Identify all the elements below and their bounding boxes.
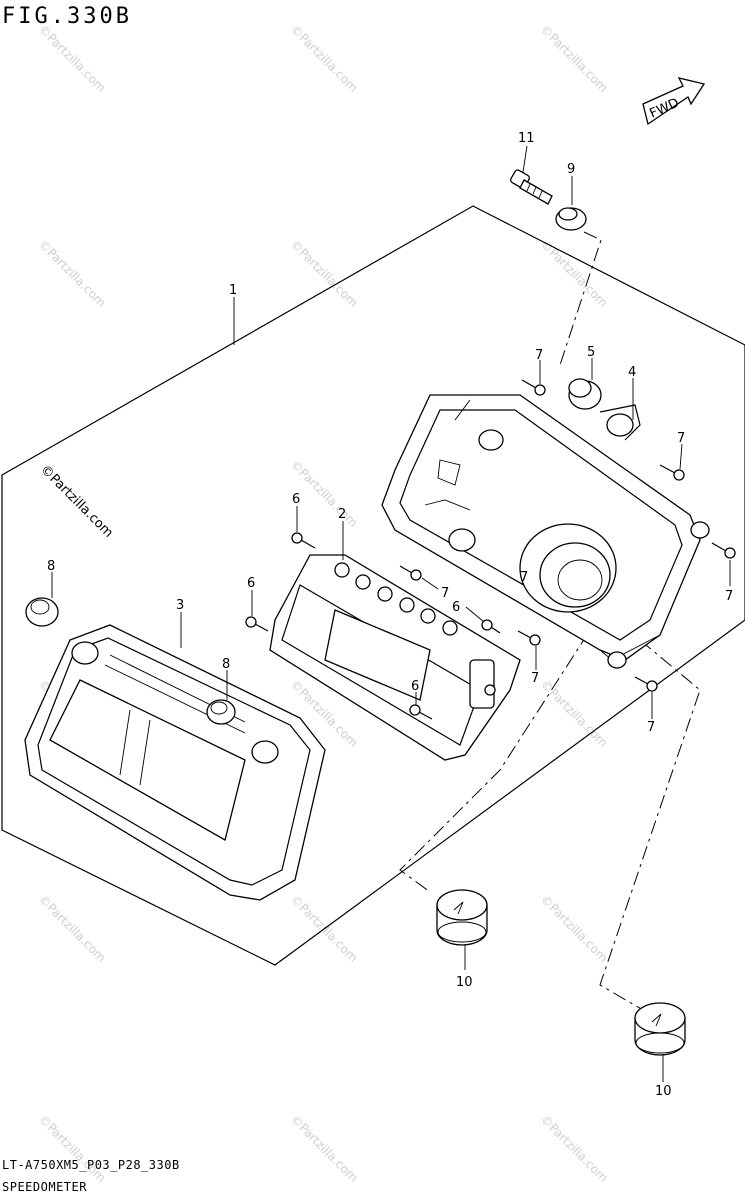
callout-7: 7 [725, 589, 733, 604]
callout-10: 10 [655, 1084, 672, 1099]
watermark: ©Partzilla.com [538, 892, 611, 965]
callout-2: 2 [338, 507, 346, 522]
watermark-dark: ©Partzilla.com [37, 462, 116, 541]
drawing-name: SPEEDOMETER [2, 1180, 87, 1194]
watermark: ©Partzilla.com [538, 22, 611, 95]
callout-6: 6 [411, 679, 419, 694]
watermark: ©Partzilla.com [538, 237, 611, 310]
assembly-boundary [1, 205, 745, 966]
callout-8: 8 [47, 559, 55, 574]
watermark: ©Partzilla.com [288, 22, 361, 95]
watermark: ©Partzilla.com [538, 1112, 611, 1185]
callout-7: 7 [647, 720, 655, 735]
alignment-lines [399, 231, 701, 1011]
figure-title: FIG.330B [2, 4, 132, 29]
callout-6: 6 [292, 492, 300, 507]
meter-body-part-2 [269, 554, 521, 761]
screw-part-6 [245, 532, 501, 720]
callout-7: 7 [677, 431, 685, 446]
watermark: ©Partzilla.com [36, 22, 109, 95]
callout-8: 8 [222, 657, 230, 672]
watermark: ©Partzilla.com [36, 892, 109, 965]
callout-11: 11 [518, 131, 535, 146]
callout-6: 6 [452, 600, 460, 615]
screw-part-7 [399, 379, 736, 692]
lens-cover-part-3 [24, 624, 326, 901]
callout-7: 7 [531, 671, 539, 686]
screw-part-11 [510, 169, 553, 205]
watermark: ©Partzilla.com [36, 1112, 109, 1185]
callout-4: 4 [628, 365, 636, 380]
watermark: ©Partzilla.com [288, 1112, 361, 1185]
grommet-part-10-b [634, 1002, 686, 1056]
watermark: ©Partzilla.com [36, 237, 109, 310]
callout-7: 7 [520, 570, 528, 585]
watermark: ©Partzilla.com [288, 237, 361, 310]
callout-7: 7 [535, 348, 543, 363]
meter-case-part-4 [381, 394, 710, 669]
screw-part-8-right [206, 699, 236, 725]
callout-6: 6 [247, 576, 255, 591]
callout-7: 7 [441, 586, 449, 601]
callout-3: 3 [176, 598, 184, 613]
callout-9: 9 [567, 162, 575, 177]
grommet-part-5 [568, 378, 602, 410]
collar-part-9 [555, 207, 587, 231]
drawing-code: LT-A750XM5_P03_P28_330B [2, 1158, 180, 1172]
callout-labels: 1 2 3 4 5 6 6 6 6 7 7 7 7 7 7 7 8 8 9 10… [47, 131, 733, 1099]
callout-1: 1 [229, 283, 237, 298]
fwd-arrow-icon: FWD [642, 77, 706, 126]
grommet-part-10-a [436, 889, 488, 946]
leader-lines [51, 145, 731, 1082]
screw-part-8-left [25, 597, 59, 627]
callout-5: 5 [587, 345, 595, 360]
callout-10: 10 [456, 975, 473, 990]
watermark: ©Partzilla.com [538, 677, 611, 750]
